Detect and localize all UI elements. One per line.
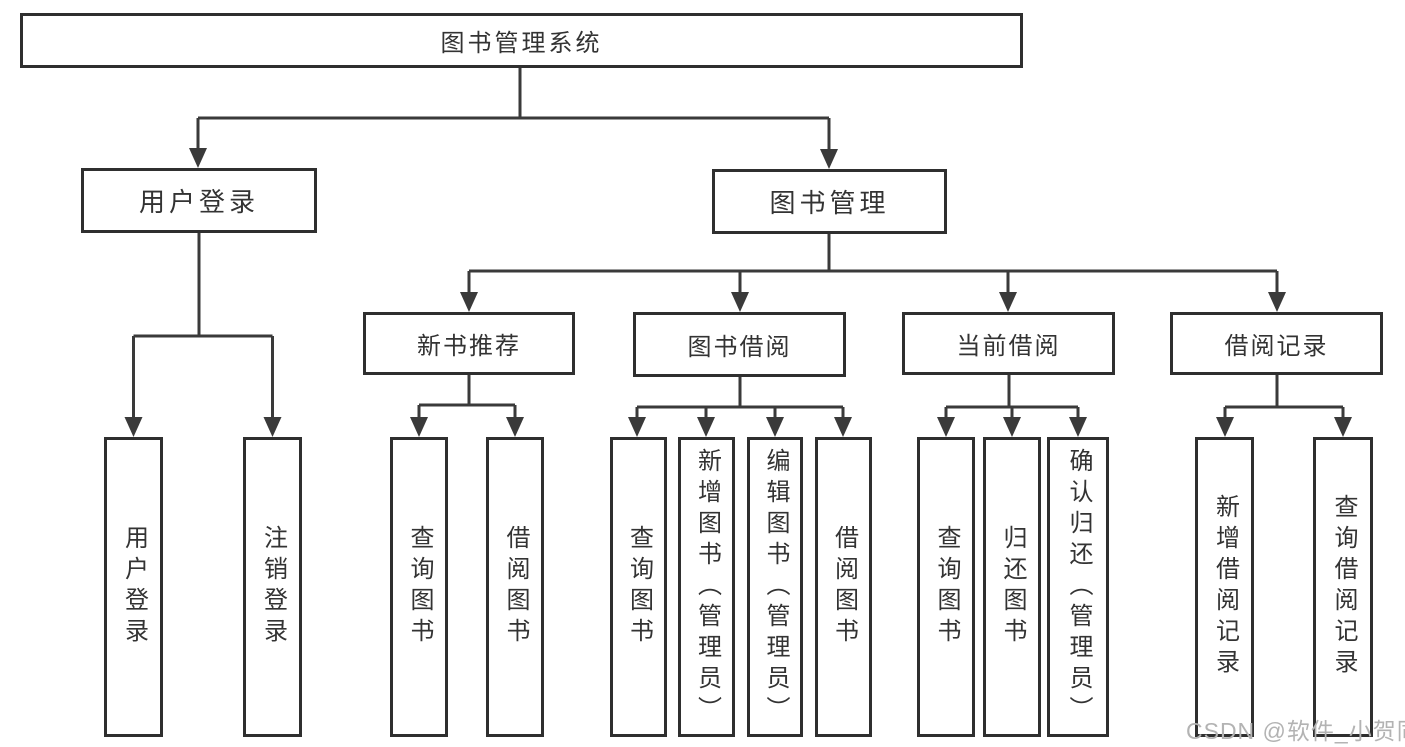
node-book-management: 图书管理 [712,169,947,234]
leaf-return-books: 归还图书 [983,437,1041,737]
leaf-label: 查询图书 [406,525,433,649]
leaf-label: 新增图书（管理员） [693,447,721,727]
leaf-label: 查询图书 [625,525,653,649]
node-label: 借阅记录 [1224,333,1329,360]
leaf-add-borrow-record: 新增借阅记录 [1195,437,1254,737]
leaf-label: 查询图书 [933,525,960,649]
leaf-label: 注销登录 [259,525,287,649]
leaf-borrow-books: 借阅图书 [815,437,872,737]
leaf-label: 借阅图书 [502,525,529,649]
leaf-edit-books-admin: 编辑图书（管理员） [747,437,803,737]
leaf-label: 查询借阅记录 [1330,494,1357,680]
node-label: 图书管理系统 [440,30,603,57]
csdn-watermark: CSDN @软件_小贺同学 [1186,718,1405,744]
node-current-borrowing: 当前借阅 [902,312,1115,375]
leaf-label: 归还图书 [999,525,1026,649]
leaf-query-borrow-record: 查询借阅记录 [1313,437,1373,737]
leaf-user-login: 用户登录 [104,437,163,737]
leaf-confirm-return-admin: 确认归还（管理员） [1047,437,1109,737]
node-label: 新书推荐 [417,333,521,360]
node-label: 当前借阅 [956,333,1061,360]
leaf-label: 确认归还（管理员） [1065,447,1092,727]
leaf-label: 新增借阅记录 [1211,494,1239,680]
leaf-query-books-recommend: 查询图书 [390,437,448,737]
leaf-borrow-books-recommend: 借阅图书 [486,437,544,737]
leaf-query-books-current: 查询图书 [917,437,975,737]
leaf-logout-login: 注销登录 [243,437,302,737]
leaf-label: 编辑图书（管理员） [762,447,789,727]
node-user-login: 用户登录 [81,168,317,233]
node-borrowing-records: 借阅记录 [1170,312,1383,375]
leaf-label: 借阅图书 [830,525,858,649]
leaf-add-books-admin: 新增图书（管理员） [678,437,735,737]
node-label: 图书管理 [769,188,890,218]
node-book-borrowing: 图书借阅 [633,312,846,377]
node-label: 图书借阅 [687,334,792,361]
node-root-system: 图书管理系统 [20,13,1023,68]
node-label: 用户登录 [138,187,259,217]
leaf-query-books-borrow: 查询图书 [610,437,667,737]
node-new-book-recommendation: 新书推荐 [363,312,575,375]
leaf-label: 用户登录 [120,525,148,649]
